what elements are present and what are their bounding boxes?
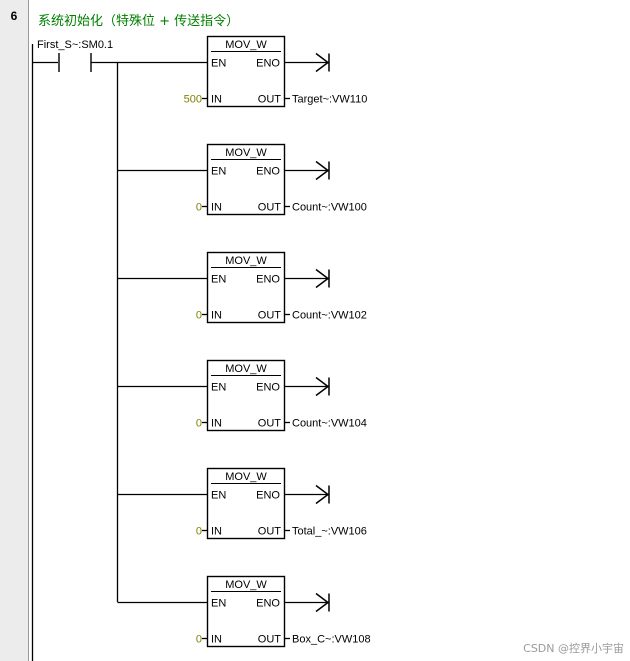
mov-w-block[interactable]: MOV_W EN ENO IN OUT 0 Count~:VW102 [117, 251, 367, 324]
in-pin-label: IN [211, 94, 222, 106]
eno-pin-label: ENO [256, 274, 280, 286]
en-pin-label: EN [211, 598, 226, 610]
eno-pin-label: ENO [256, 58, 280, 70]
block-title: MOV_W [225, 255, 267, 267]
in-pin-label: IN [211, 310, 222, 322]
block-frame [206, 575, 286, 648]
normally-open-contact[interactable] [58, 53, 92, 72]
in-value[interactable]: 0 [196, 202, 202, 214]
mov-w-block[interactable]: MOV_W EN ENO IN OUT 0 Total_~:VW106 [117, 467, 367, 540]
out-value[interactable]: Target~:VW110 [292, 94, 367, 106]
out-pin-label: OUT [258, 202, 282, 214]
in-value[interactable]: 0 [196, 526, 202, 538]
eno-pin-label: ENO [256, 490, 280, 502]
out-value[interactable]: Box_C~:VW108 [292, 634, 371, 646]
in-pin-label: IN [211, 634, 222, 646]
en-pin-label: EN [211, 58, 226, 70]
in-value[interactable]: 0 [196, 418, 202, 430]
eno-arrow-icon [315, 160, 330, 181]
mov-w-block[interactable]: MOV_W EN ENO IN OUT 0 Box_C~:VW108 [117, 575, 371, 648]
mov-w-block[interactable]: MOV_W EN ENO IN OUT 500 Target~:VW110 [91, 35, 367, 108]
out-value[interactable]: Count~:VW100 [292, 202, 367, 214]
block-frame [206, 35, 286, 108]
eno-arrow-icon [315, 268, 330, 289]
en-pin-label: EN [211, 490, 226, 502]
eno-pin-label: ENO [256, 166, 280, 178]
out-pin-label: OUT [258, 94, 282, 106]
in-value[interactable]: 0 [196, 310, 202, 322]
out-value[interactable]: Count~:VW104 [292, 418, 367, 430]
eno-arrow-icon [315, 376, 330, 397]
block-frame [206, 251, 286, 324]
block-title: MOV_W [225, 471, 267, 483]
mov-w-block[interactable]: MOV_W EN ENO IN OUT 0 Count~:VW100 [117, 143, 367, 216]
en-pin-label: EN [211, 382, 226, 394]
out-value[interactable]: Count~:VW102 [292, 310, 367, 322]
out-pin-label: OUT [258, 634, 282, 646]
contact-label[interactable]: First_S~:SM0.1 [37, 39, 113, 51]
block-title: MOV_W [225, 147, 267, 159]
network-comment[interactable]: 系统初始化（特殊位 + 传送指令） [38, 14, 240, 29]
eno-pin-label: ENO [256, 382, 280, 394]
block-title: MOV_W [225, 579, 267, 591]
block-title: MOV_W [225, 39, 267, 51]
block-frame [206, 467, 286, 540]
en-pin-label: EN [211, 166, 226, 178]
block-title: MOV_W [225, 363, 267, 375]
in-pin-label: IN [211, 202, 222, 214]
eno-pin-label: ENO [256, 598, 280, 610]
eno-arrow-icon [315, 484, 330, 505]
in-value[interactable]: 500 [184, 94, 202, 106]
in-value[interactable]: 0 [196, 634, 202, 646]
eno-arrow-icon [315, 592, 330, 613]
out-pin-label: OUT [258, 526, 282, 538]
watermark: CSDN @控界小宇宙 [523, 642, 624, 655]
network-number: 6 [10, 9, 18, 23]
eno-arrow-icon [315, 52, 330, 73]
network-gutter: 6 [0, 0, 29, 661]
mov-w-block[interactable]: MOV_W EN ENO IN OUT 0 Count~:VW104 [117, 359, 367, 432]
out-pin-label: OUT [258, 418, 282, 430]
out-pin-label: OUT [258, 310, 282, 322]
block-frame [206, 359, 286, 432]
in-pin-label: IN [211, 418, 222, 430]
en-pin-label: EN [211, 274, 226, 286]
in-pin-label: IN [211, 526, 222, 538]
out-value[interactable]: Total_~:VW106 [292, 526, 367, 538]
block-frame [206, 143, 286, 216]
